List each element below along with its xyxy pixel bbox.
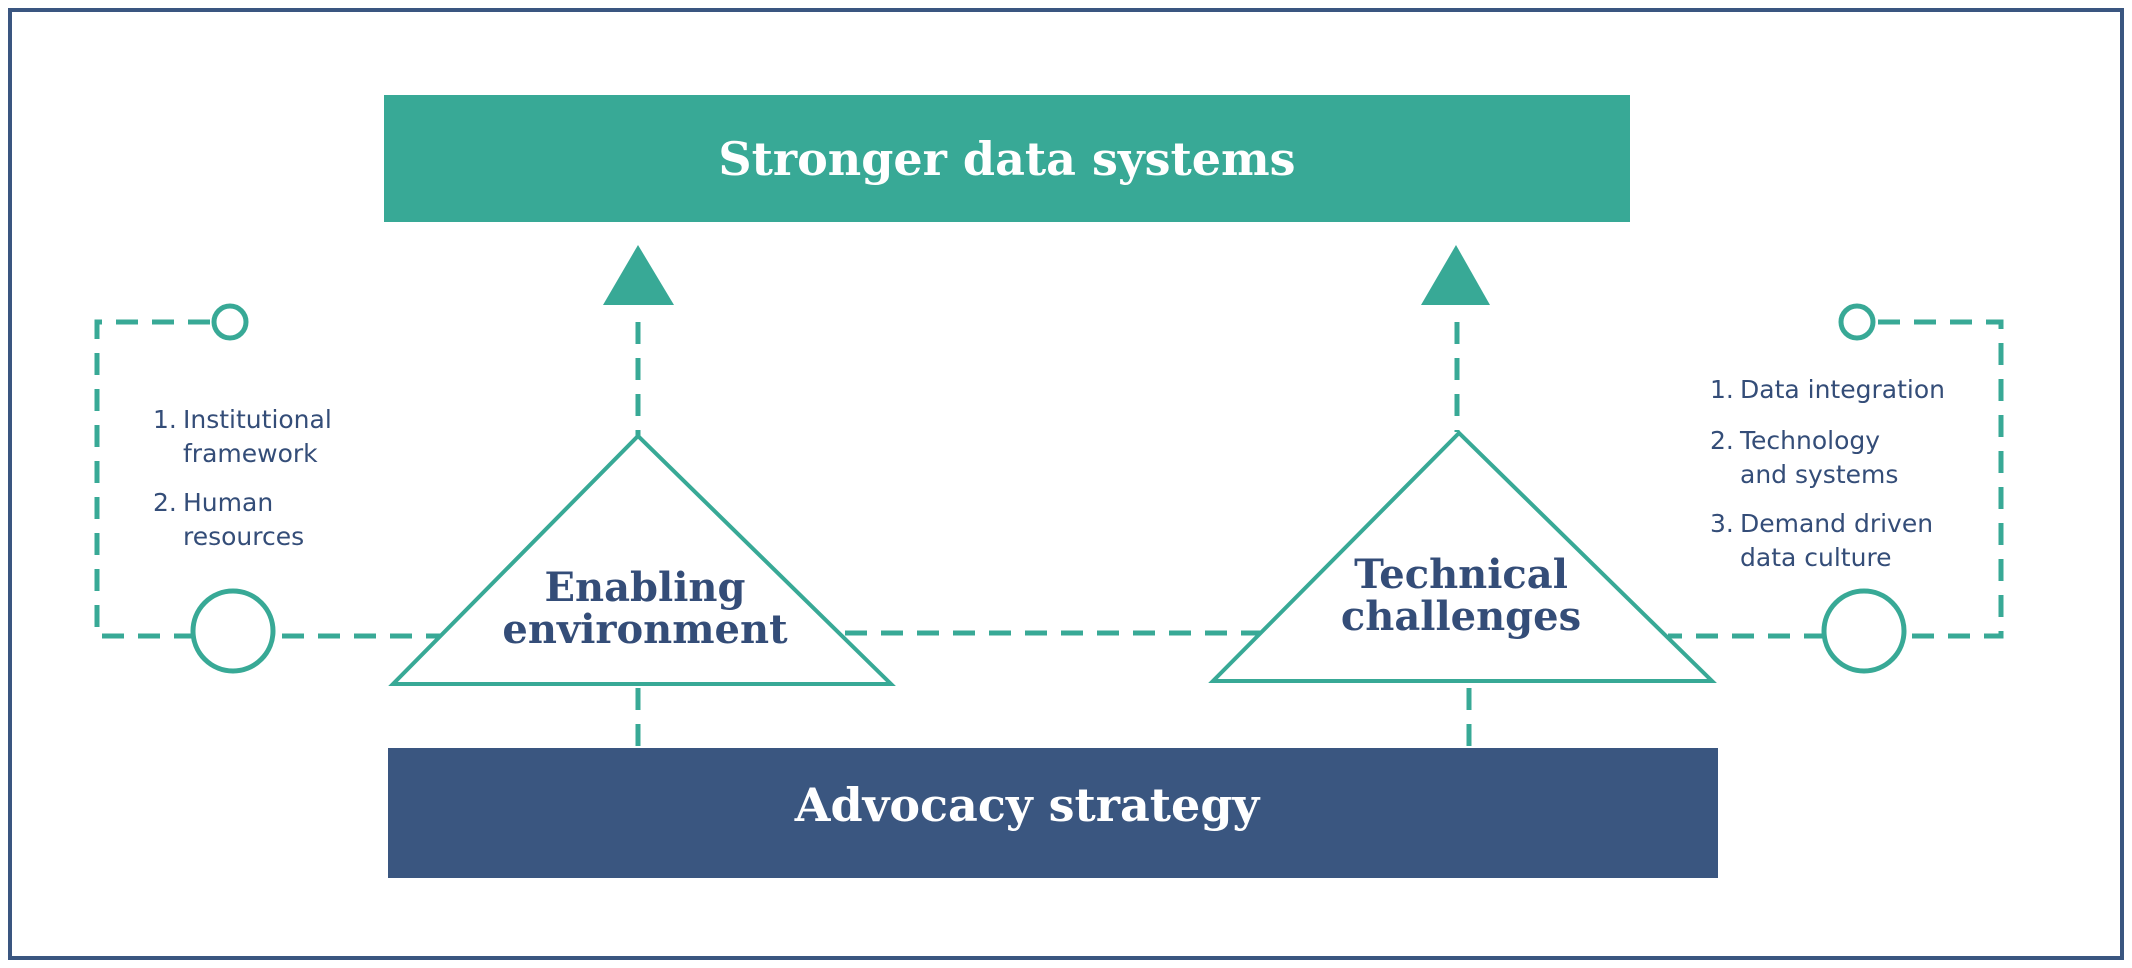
right-list-item1-line1: Data integration — [1740, 375, 1945, 404]
right-up-arrow — [1421, 245, 1490, 305]
bottom-box-label: Advocacy strategy — [794, 778, 1261, 832]
left-large-circle — [190, 588, 276, 674]
right-small-circle — [1838, 303, 1876, 341]
right-triangle-label-line1: Technical — [1354, 551, 1568, 598]
right-list-item3-number: 3. — [1710, 509, 1734, 538]
right-list-item2-line2: and systems — [1740, 460, 1898, 489]
right-list-item1-number: 1. — [1710, 375, 1734, 404]
left-triangle-label-line2: environment — [502, 606, 788, 653]
right-triangle-label-line2: challenges — [1341, 593, 1581, 640]
top-box-label: Stronger data systems — [718, 132, 1295, 186]
left-list-item2-number: 2. — [153, 488, 177, 517]
left-triangle — [388, 433, 896, 686]
right-list-item3-line1: Demand driven — [1740, 509, 1933, 538]
left-list-item1-number: 1. — [153, 405, 177, 434]
top-box — [384, 95, 1630, 222]
right-list-item2-line1: Technology — [1739, 426, 1880, 455]
left-triangle-label-line1: Enabling — [545, 564, 746, 611]
right-triangle — [1208, 430, 1717, 683]
left-small-circle — [211, 303, 249, 341]
left-list-item2-line1: Human — [183, 488, 273, 517]
right-large-circle — [1821, 588, 1907, 674]
right-list-item3-line2: data culture — [1740, 543, 1892, 572]
bottom-box — [388, 748, 1718, 878]
left-list-item2-line2: resources — [183, 522, 304, 551]
left-list-item1-line1: Institutional — [183, 405, 332, 434]
outer-frame — [8, 8, 2124, 960]
right-list-item2-number: 2. — [1710, 426, 1734, 455]
left-up-arrow — [603, 245, 674, 305]
left-list-item1-line2: framework — [183, 439, 318, 468]
left-bracket-connector — [94, 319, 440, 639]
